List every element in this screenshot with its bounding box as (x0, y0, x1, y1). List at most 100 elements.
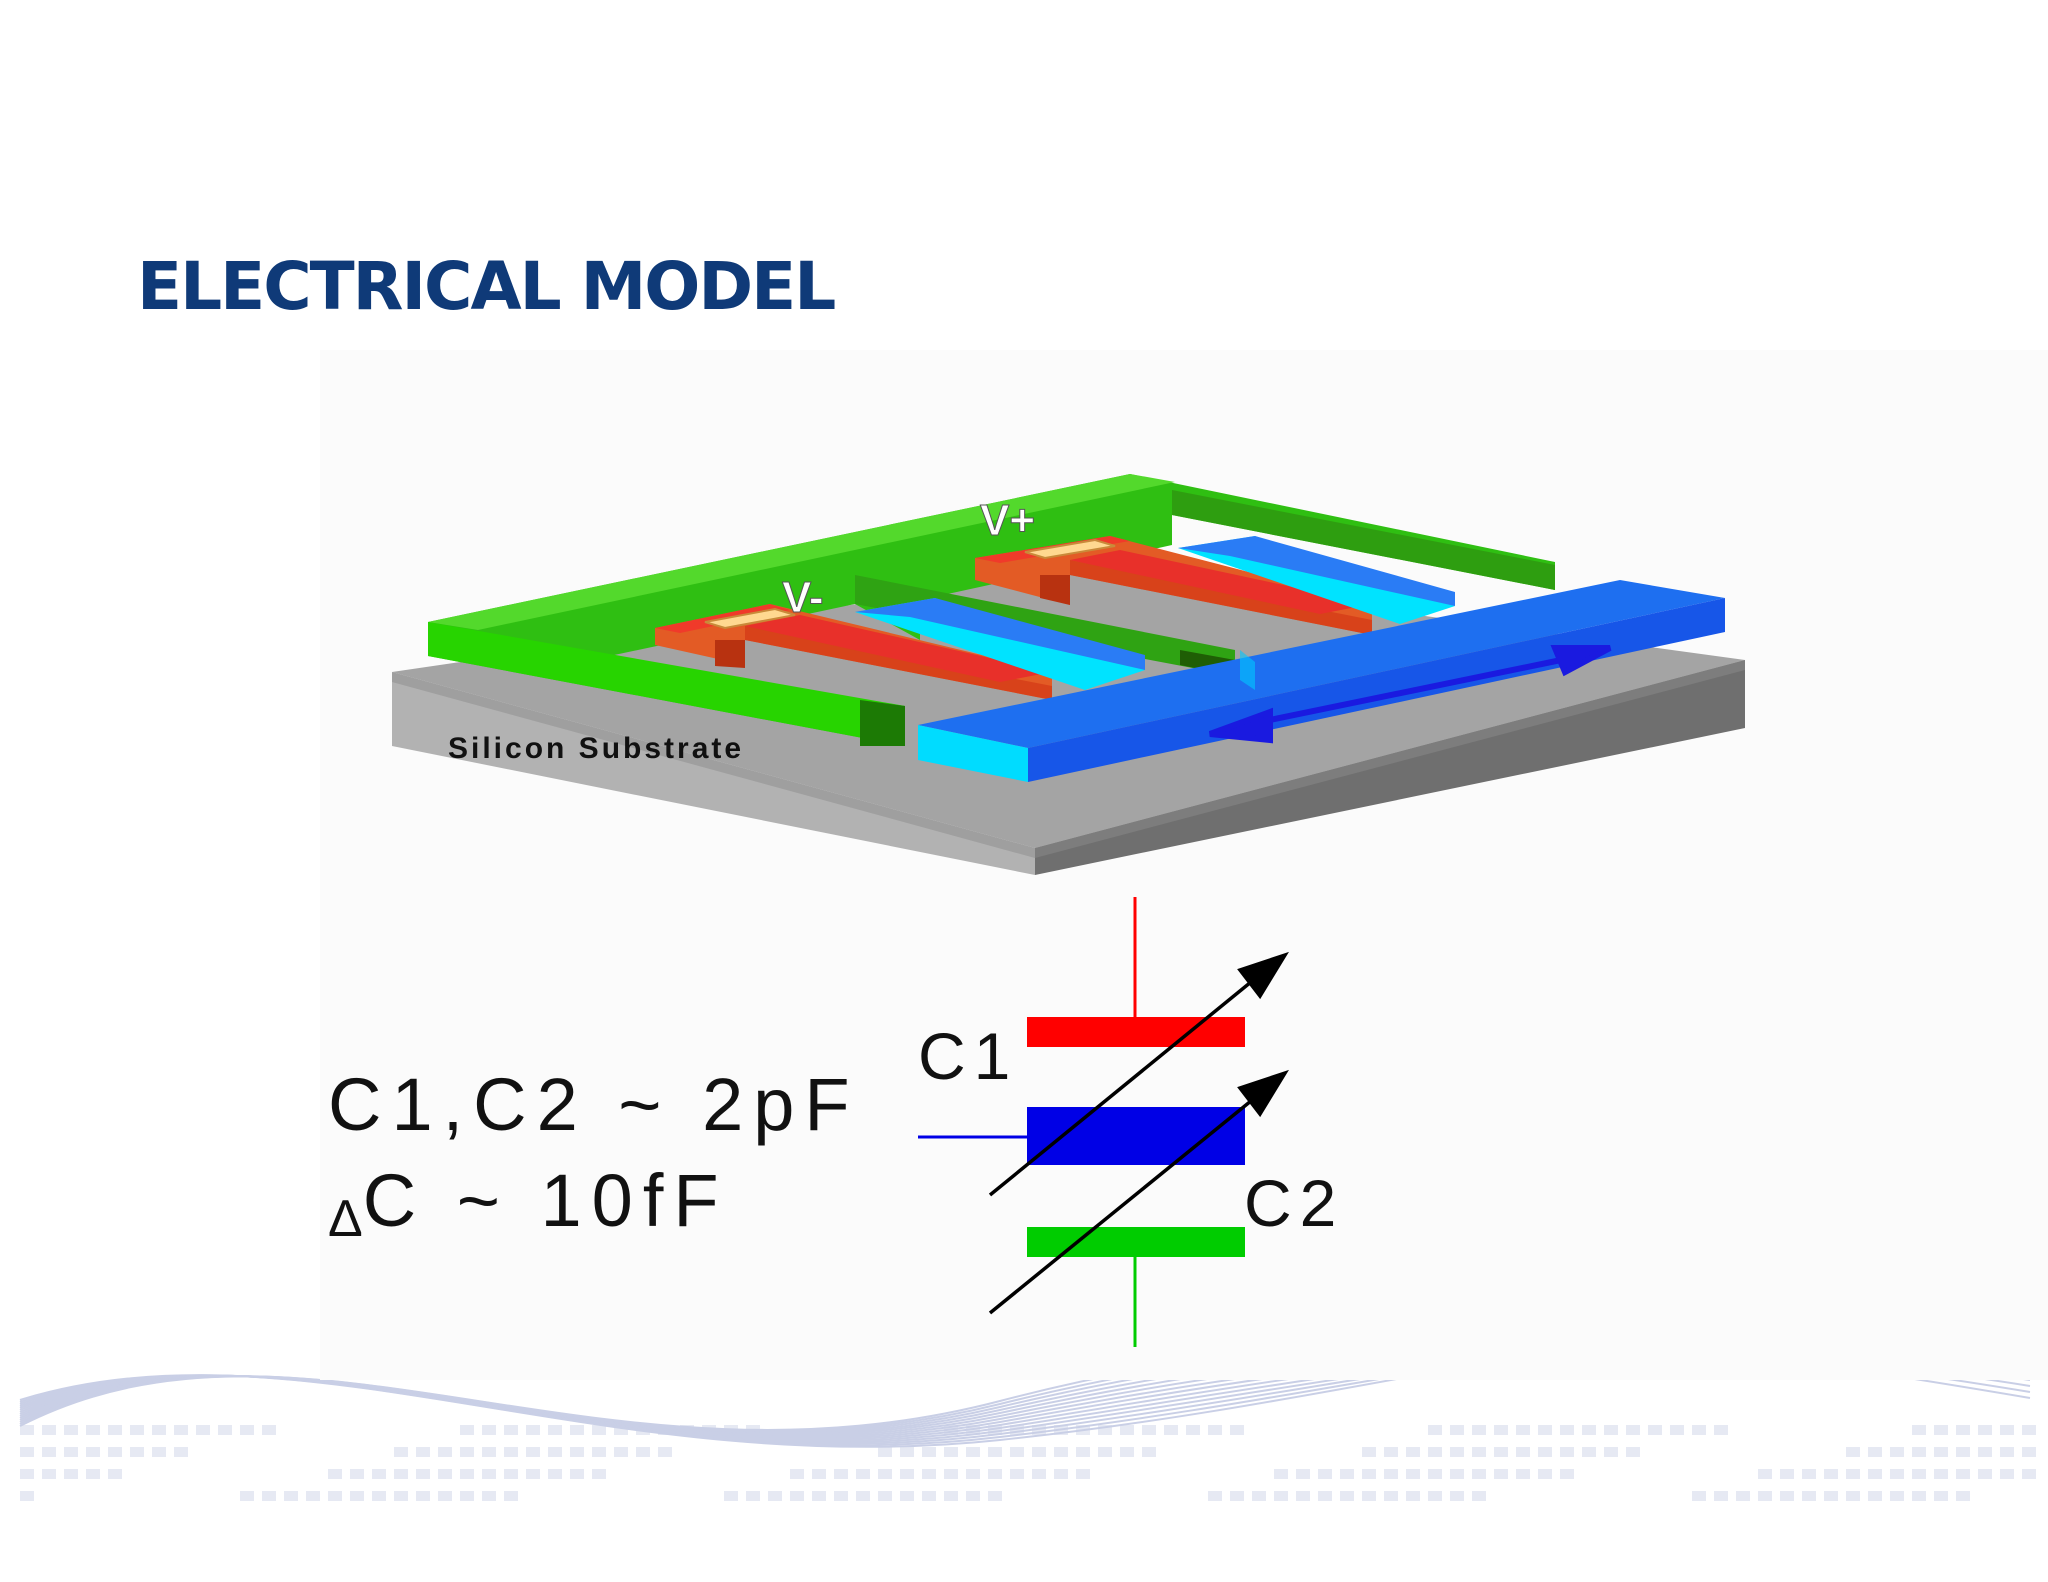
footer-dash (1054, 1447, 1068, 1457)
footer-dash (1560, 1425, 1574, 1435)
footer-dash (416, 1491, 430, 1501)
footer-dash (1890, 1447, 1904, 1457)
footer-dash (1604, 1447, 1618, 1457)
footer-dash (20, 1425, 34, 1435)
footer-dash (2022, 1425, 2036, 1435)
footer-dash (1406, 1491, 1420, 1501)
footer-dash (504, 1425, 518, 1435)
footer-dash (1494, 1447, 1508, 1457)
footer-dash (856, 1469, 870, 1479)
footer-dash (1494, 1425, 1508, 1435)
footer-dash (394, 1447, 408, 1457)
footer-dash (438, 1447, 452, 1457)
footer-dash (1582, 1425, 1596, 1435)
footer-dash (526, 1469, 540, 1479)
footer-dash (86, 1425, 100, 1435)
v-plus-label: V+ (980, 496, 1035, 545)
footer-dash (548, 1447, 562, 1457)
footer-dash (482, 1469, 496, 1479)
footer-dash (1318, 1469, 1332, 1479)
footer-dash (1560, 1469, 1574, 1479)
footer-dash (394, 1491, 408, 1501)
footer-dash (1846, 1447, 1860, 1457)
footer-dash (636, 1447, 650, 1457)
footer-dash (1384, 1447, 1398, 1457)
footer-dash (64, 1447, 78, 1457)
footer-dash (1318, 1491, 1332, 1501)
footer-dash (504, 1469, 518, 1479)
footer-dash (1032, 1447, 1046, 1457)
footer-dash (1296, 1469, 1310, 1479)
footer-dash (1472, 1447, 1486, 1457)
footer-dash (922, 1469, 936, 1479)
footer-dash (1406, 1469, 1420, 1479)
footer-dash (1120, 1425, 1134, 1435)
footer-dash (1428, 1447, 1442, 1457)
footer-dash (1934, 1447, 1948, 1457)
footer-dash (174, 1447, 188, 1457)
footer-dash (1076, 1447, 1090, 1457)
footer-dash (1450, 1425, 1464, 1435)
footer-dash (1692, 1491, 1706, 1501)
footer-dash (394, 1469, 408, 1479)
footer-dash (416, 1447, 430, 1457)
footer-dash (64, 1469, 78, 1479)
c1-label: C1 (918, 1019, 1019, 1093)
footer-dash (1010, 1425, 1024, 1435)
footer-dash (482, 1447, 496, 1457)
footer-dash (1098, 1425, 1112, 1435)
footer-dash (966, 1469, 980, 1479)
footer-dash (900, 1469, 914, 1479)
footer-dash (878, 1447, 892, 1457)
footer-dash (130, 1447, 144, 1457)
footer-dash (746, 1491, 760, 1501)
footer-dash (790, 1469, 804, 1479)
footer-dash (108, 1469, 122, 1479)
delta-capacitance-value: ΔC ~ 10fF (328, 1158, 729, 1249)
footer-dash (966, 1447, 980, 1457)
footer-dash (1846, 1469, 1860, 1479)
footer-dash (372, 1491, 386, 1501)
footer-dash (328, 1491, 342, 1501)
footer-dash (592, 1425, 606, 1435)
footer-dash (130, 1425, 144, 1435)
footer-dash (306, 1491, 320, 1501)
footer-dash (592, 1469, 606, 1479)
footer-dash (1934, 1425, 1948, 1435)
footer-dash (1890, 1469, 1904, 1479)
footer-dash (1956, 1491, 1970, 1501)
footer-dash (2000, 1447, 2014, 1457)
footer-dash (1516, 1425, 1530, 1435)
footer-dash (878, 1491, 892, 1501)
footer-dash (240, 1425, 254, 1435)
footer-dash (1648, 1425, 1662, 1435)
footer-dash (1208, 1425, 1222, 1435)
footer-dash (1912, 1447, 1926, 1457)
footer-dash (482, 1425, 496, 1435)
footer-dash (328, 1469, 342, 1479)
footer-dash (42, 1425, 56, 1435)
footer-dash (1956, 1469, 1970, 1479)
footer-dash (614, 1425, 628, 1435)
footer-dash (570, 1469, 584, 1479)
footer-dash (350, 1469, 364, 1479)
footer-dash (350, 1491, 364, 1501)
footer-dash (1890, 1491, 1904, 1501)
footer-dash (460, 1447, 474, 1457)
c2-label: C2 (1244, 1166, 1345, 1240)
footer-dash (1758, 1469, 1772, 1479)
footer-dash (570, 1447, 584, 1457)
footer-dash (878, 1469, 892, 1479)
footer-dash (482, 1491, 496, 1501)
footer-dash (614, 1447, 628, 1457)
footer-dash (548, 1469, 562, 1479)
c2-plate (1027, 1227, 1245, 1257)
footer-dash (1780, 1491, 1794, 1501)
footer-dash (1978, 1425, 1992, 1435)
footer-dash (372, 1469, 386, 1479)
footer-dash (20, 1491, 34, 1501)
footer-dash (1934, 1469, 1948, 1479)
footer-dash (262, 1425, 276, 1435)
footer-dash (42, 1469, 56, 1479)
